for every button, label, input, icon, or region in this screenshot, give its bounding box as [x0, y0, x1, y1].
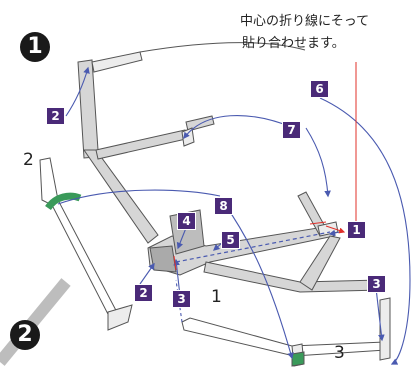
- instruction-line-2: 貼り合わせます。: [242, 36, 345, 51]
- centre-fold-line: [175, 231, 331, 263]
- part-2-left-strut: [77, 51, 187, 244]
- part-badge-3-right: 3: [367, 275, 386, 293]
- instruction-note: 中心の折り線にそって 貼り合わせます。: [240, 11, 369, 55]
- part-6-spar: [139, 42, 306, 53]
- green-clip: [45, 192, 82, 211]
- instruction-line-1: 中心の折り線にそって: [240, 14, 370, 29]
- part-badge-1: 1: [347, 221, 366, 239]
- part-2-outline: [39, 157, 133, 331]
- part-badge-3-left: 3: [172, 290, 191, 308]
- step-number-1: 1: [20, 32, 50, 62]
- part-label-3: 3: [334, 343, 345, 363]
- part-badge-7: 7: [282, 121, 301, 139]
- green-clip-lower: [291, 351, 305, 367]
- guide-lines: [173, 62, 357, 271]
- part-label-1: 1: [211, 287, 222, 307]
- part-3-base: [181, 297, 391, 367]
- part-badge-4: 4: [177, 212, 196, 230]
- part-7-crossbar: [181, 115, 215, 147]
- part-badge-5: 5: [221, 231, 240, 249]
- part-badge-6: 6: [310, 80, 329, 98]
- part-badge-2-upper: 2: [46, 107, 65, 125]
- part-badge-2-lower: 2: [134, 284, 153, 302]
- step-number-2: 2: [10, 320, 40, 350]
- part-label-2: 2: [23, 150, 34, 170]
- part-badge-8: 8: [214, 197, 233, 215]
